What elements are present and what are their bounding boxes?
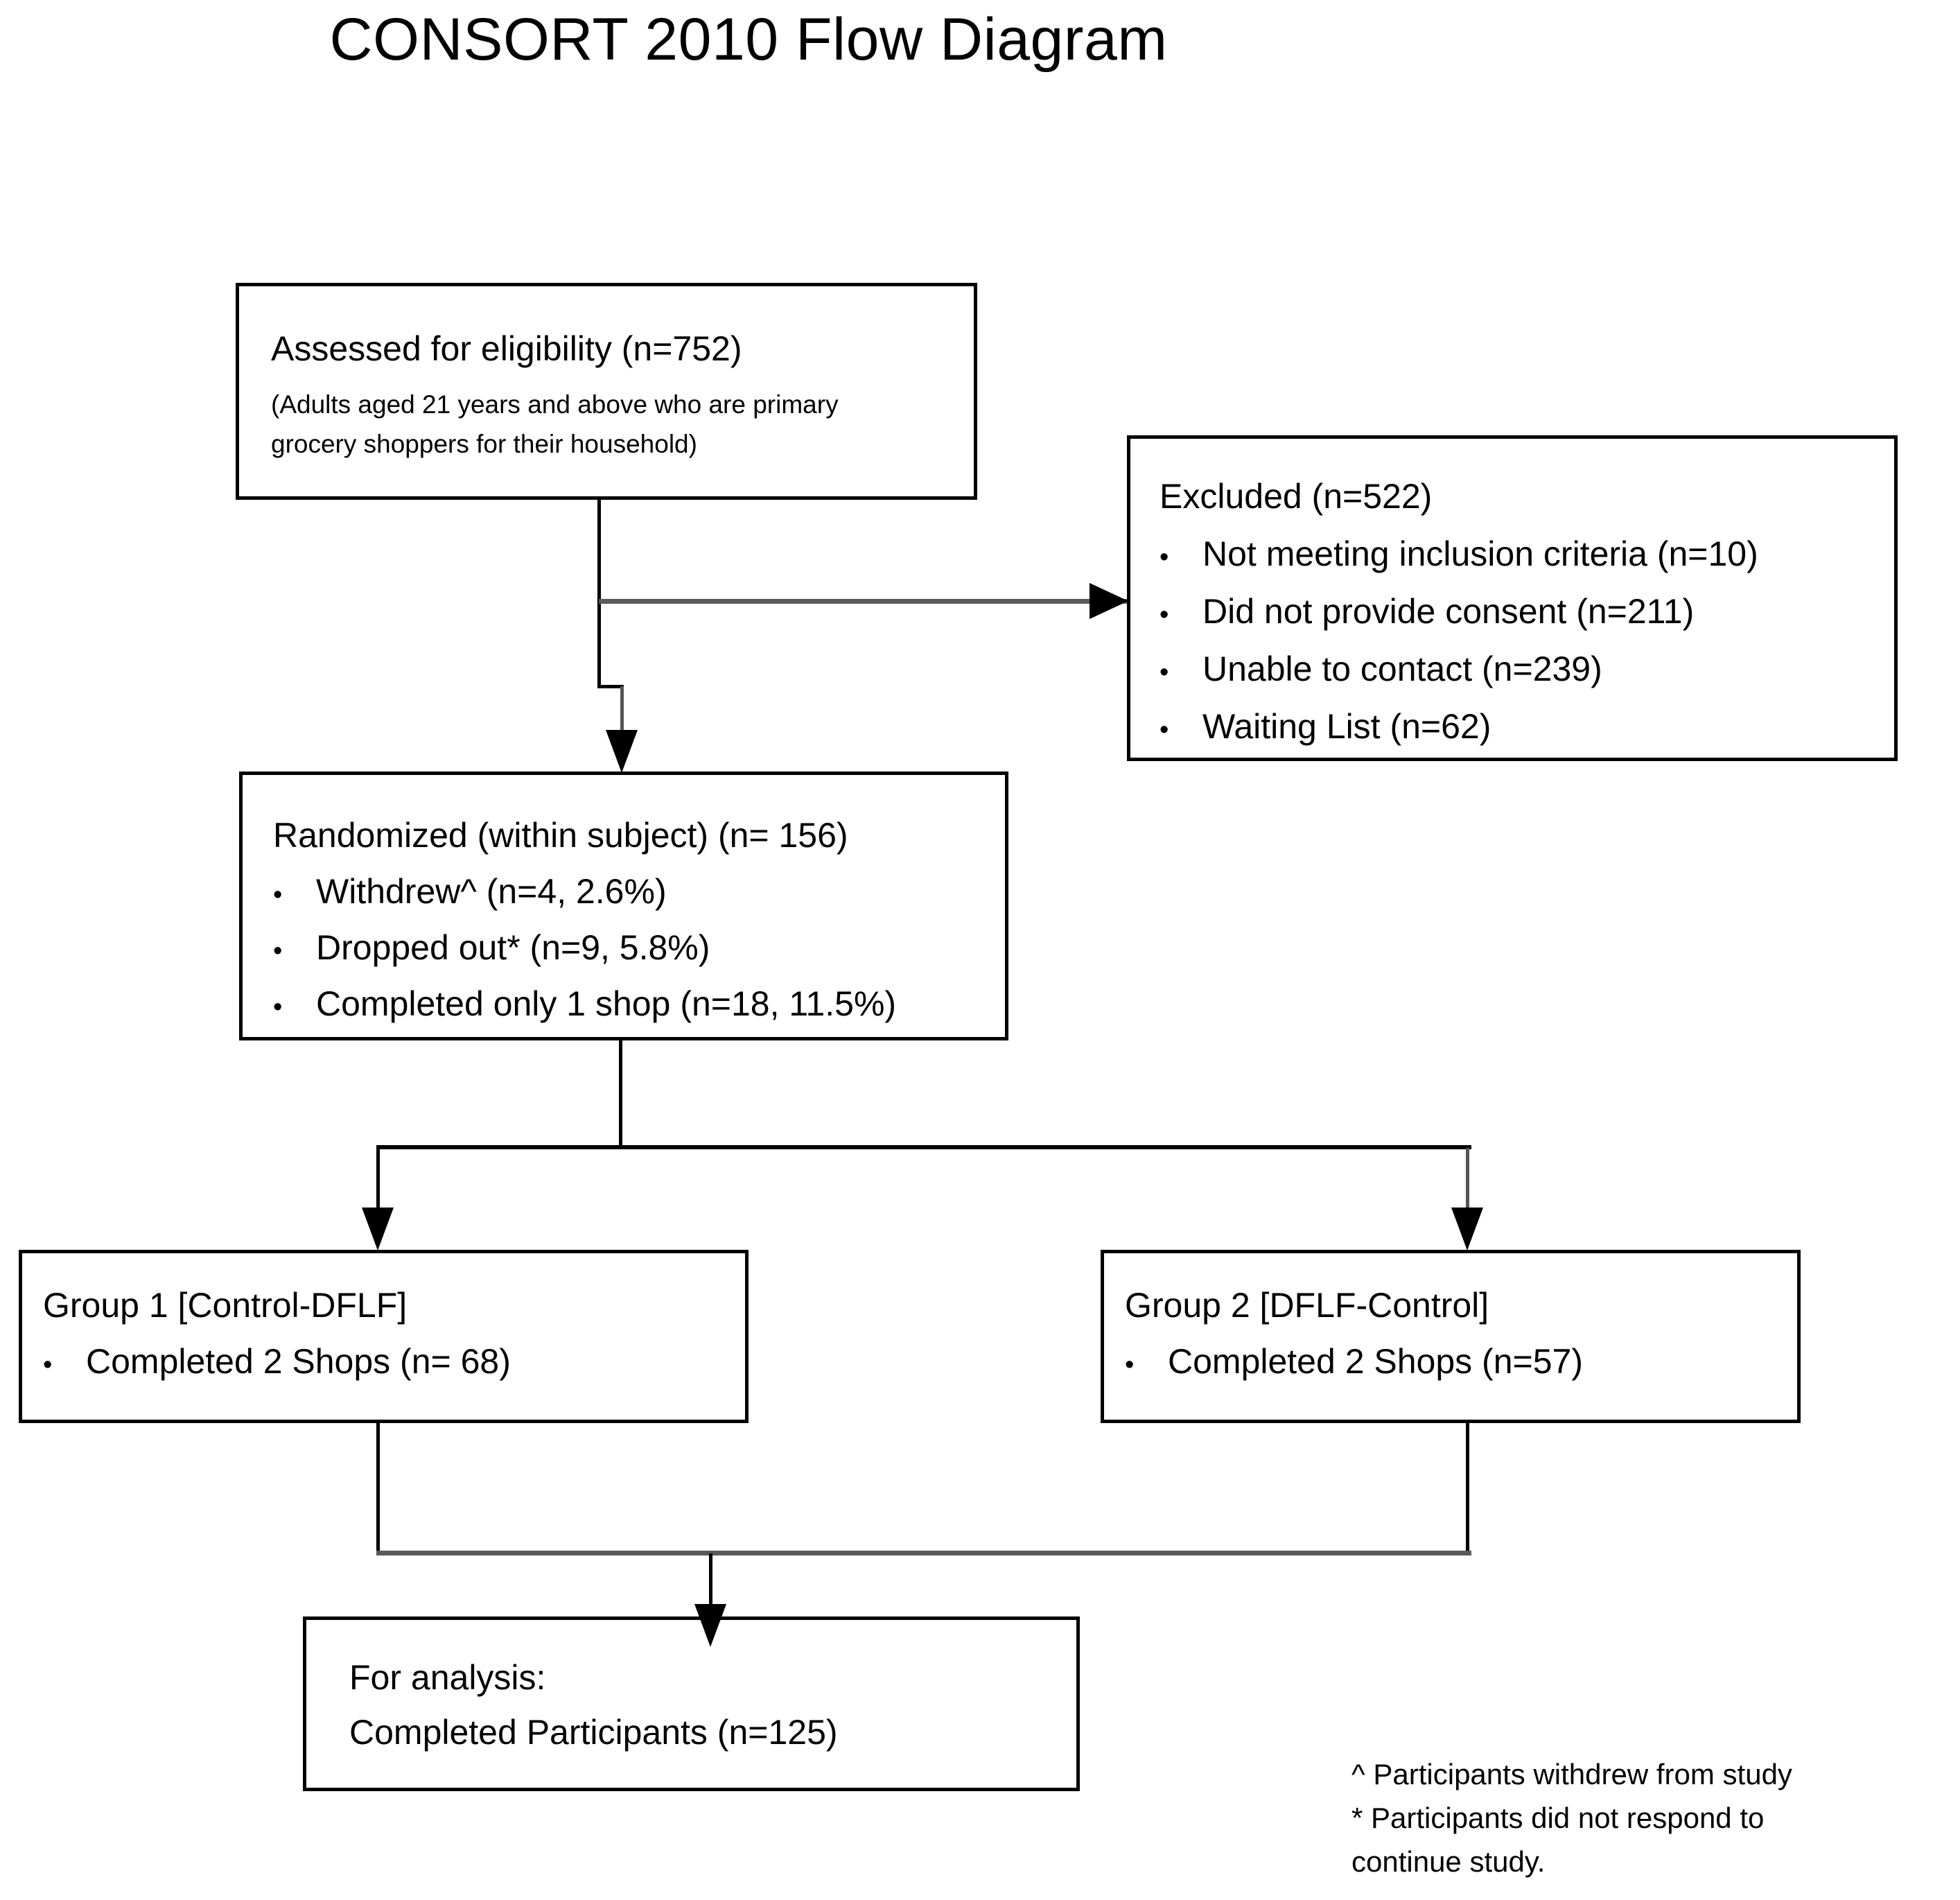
randomized-heading: Randomized (within subject) (n= 156) <box>273 816 848 855</box>
bullet-icon: • <box>1160 543 1169 572</box>
connector-group2-arrowhead <box>1451 1208 1483 1250</box>
bullet-icon: • <box>273 993 283 1022</box>
randomized-bullet-1-text: Withdrew^ (n=4, 2.6%) <box>316 872 667 911</box>
connector-analysis-arrowhead <box>694 1604 726 1647</box>
excluded-bullet-3-text: Unable to contact (n=239) <box>1202 650 1602 688</box>
box-assessed-for-eligibility: Assessed for eligibility (n=752) (Adults… <box>236 283 977 500</box>
connector-merge-bar <box>376 1551 1471 1555</box>
randomized-bullet-1: • Withdrew^ (n=4, 2.6%) <box>273 867 994 916</box>
box-group-1: Group 1 [Control-DFLF] • Completed 2 Sho… <box>19 1250 749 1423</box>
connector-split-bar <box>376 1145 1471 1149</box>
group2-bullet-1-text: Completed 2 Shops (n=57) <box>1168 1342 1583 1381</box>
eligibility-subline-2: grocery shoppers for their household) <box>271 430 697 459</box>
group2-heading: Group 2 [DFLF-Control] <box>1125 1286 1489 1325</box>
bullet-icon: • <box>273 880 283 909</box>
group1-bullet-1: • Completed 2 Shops (n= 68) <box>43 1337 737 1386</box>
excluded-bullet-2-text: Did not provide consent (n=211) <box>1202 592 1695 631</box>
box-group-2: Group 2 [DFLF-Control] • Completed 2 Sho… <box>1101 1250 1801 1423</box>
excluded-bullet-4-text: Waiting List (n=62) <box>1202 707 1491 746</box>
connector-excluded-arrowhead <box>1090 583 1128 619</box>
excluded-heading: Excluded (n=522) <box>1160 477 1433 516</box>
excluded-bullet-2: • Did not provide consent (n=211) <box>1160 587 1883 636</box>
eligibility-subline-1: (Adults aged 21 years and above who are … <box>271 390 839 419</box>
bullet-icon: • <box>1160 715 1169 744</box>
connector-group1-merge-vertical <box>376 1423 380 1553</box>
bullet-icon: • <box>1160 658 1169 687</box>
bullet-icon: • <box>273 936 283 966</box>
footnotes-block: ^ Participants withdrew from study * Par… <box>1351 1752 1920 1883</box>
connector-eligibility-trunk <box>597 500 601 686</box>
footnote-caret: ^ Participants withdrew from study <box>1351 1758 1792 1790</box>
eligibility-heading: Assessed for eligibility (n=752) <box>271 329 742 368</box>
box-randomized: Randomized (within subject) (n= 156) • W… <box>239 772 1008 1040</box>
connector-randomized-vertical <box>620 686 624 733</box>
footnote-asterisk-line-2: continue study. <box>1351 1845 1546 1878</box>
box-for-analysis: For analysis: Completed Participants (n=… <box>303 1616 1080 1791</box>
connector-split-stem <box>619 1040 622 1148</box>
randomized-bullet-2-text: Dropped out* (n=9, 5.8%) <box>316 928 710 967</box>
connector-group1-arrowhead <box>362 1208 394 1250</box>
page-title: CONSORT 2010 Flow Diagram <box>329 6 1168 73</box>
group1-bullet-1-text: Completed 2 Shops (n= 68) <box>86 1342 511 1381</box>
analysis-line-2: Completed Participants (n=125) <box>349 1713 838 1752</box>
excluded-bullet-3: • Unable to contact (n=239) <box>1160 645 1883 694</box>
bullet-icon: • <box>43 1350 53 1379</box>
box-excluded: Excluded (n=522) • Not meeting inclusion… <box>1127 435 1898 761</box>
group1-heading: Group 1 [Control-DFLF] <box>43 1286 408 1325</box>
excluded-bullet-1: • Not meeting inclusion criteria (n=10) <box>1160 530 1883 579</box>
connector-randomized-arrowhead <box>606 730 638 773</box>
connector-analysis-vertical <box>709 1553 712 1607</box>
randomized-bullet-3-text: Completed only 1 shop (n=18, 11.5%) <box>316 984 897 1023</box>
connector-randomized-jog <box>597 685 624 688</box>
bullet-icon: • <box>1160 600 1169 629</box>
randomized-bullet-3: • Completed only 1 shop (n=18, 11.5%) <box>273 979 994 1029</box>
bullet-icon: • <box>1125 1350 1135 1379</box>
analysis-line-1: For analysis: <box>349 1658 546 1697</box>
connector-excluded-horizontal <box>599 599 1127 604</box>
connector-group2-vertical <box>1466 1148 1469 1209</box>
footnote-asterisk-line-1: * Participants did not respond to <box>1351 1802 1765 1834</box>
excluded-bullet-1-text: Not meeting inclusion criteria (n=10) <box>1202 534 1758 573</box>
randomized-bullet-2: • Dropped out* (n=9, 5.8%) <box>273 923 994 973</box>
connector-group2-merge-vertical <box>1466 1423 1469 1553</box>
excluded-bullet-4: • Waiting List (n=62) <box>1160 702 1883 751</box>
connector-group1-vertical <box>376 1148 380 1209</box>
group2-bullet-1: • Completed 2 Shops (n=57) <box>1125 1337 1789 1386</box>
